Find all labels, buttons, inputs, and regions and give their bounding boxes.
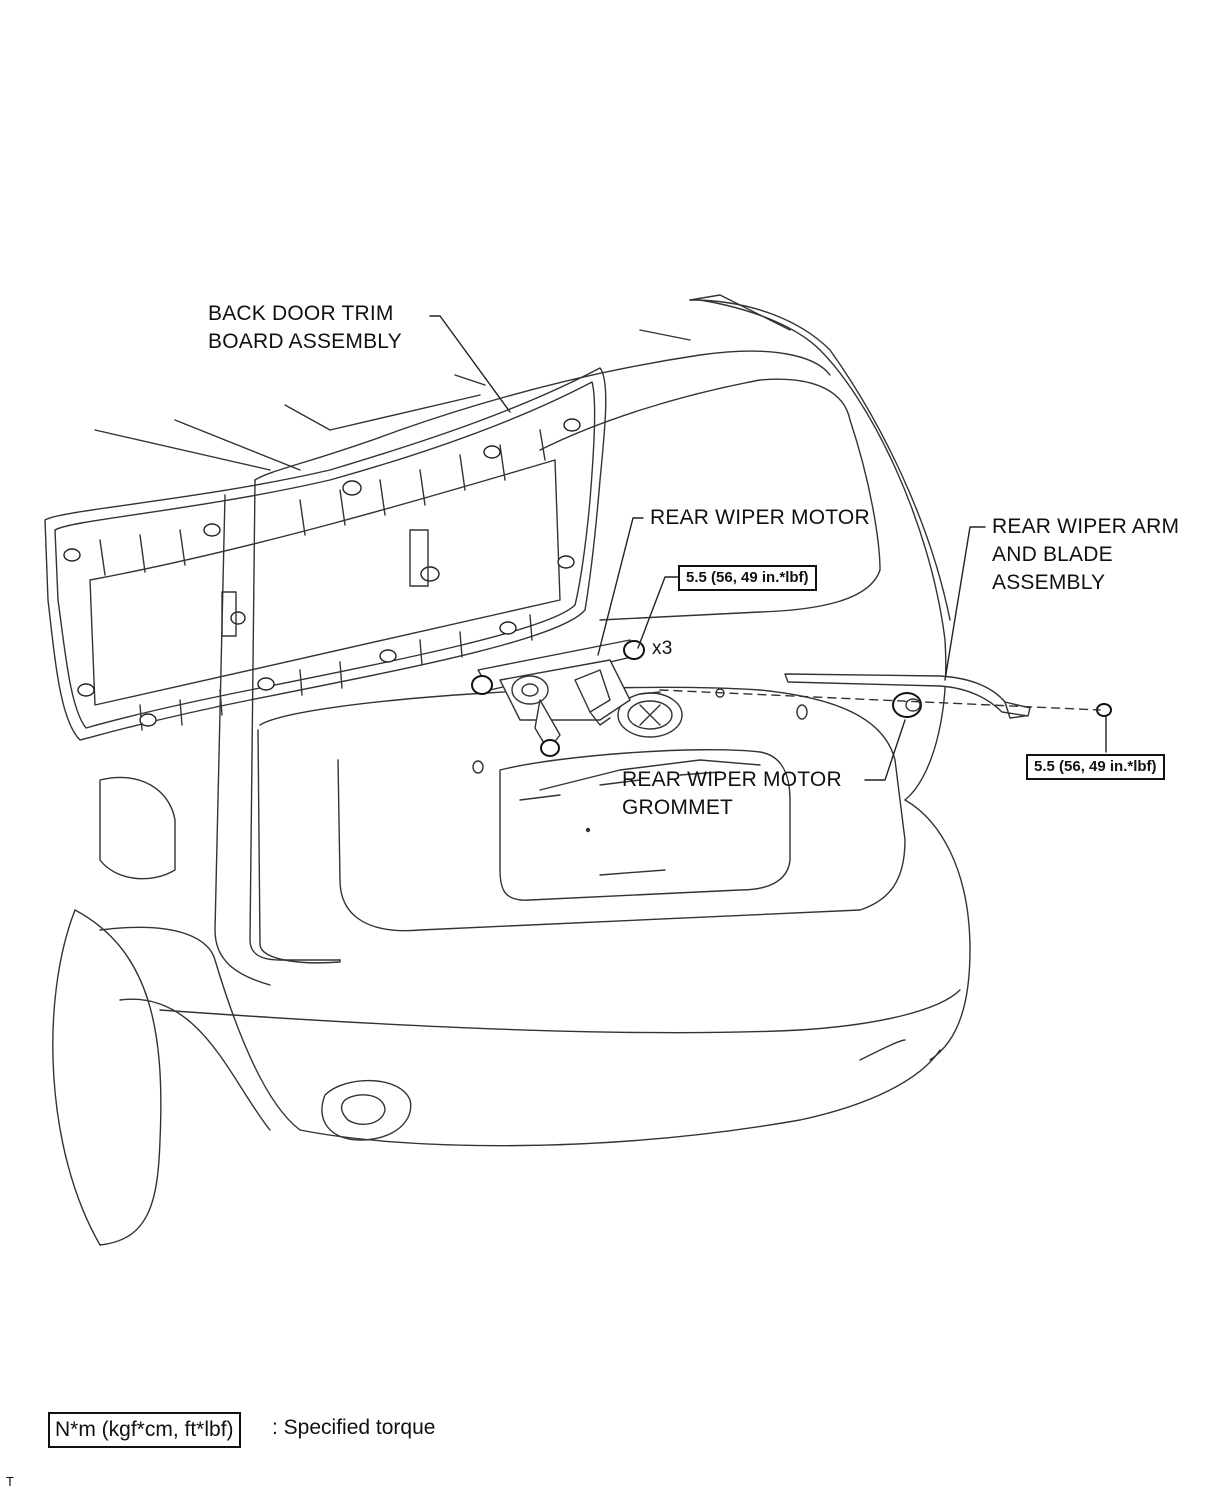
torque-legend-box: N*m (kgf*cm, ft*lbf) xyxy=(48,1412,241,1448)
grommet-part xyxy=(893,693,921,717)
wiper-arm-part xyxy=(785,674,1030,718)
rear-wiper-arm-label-line2: AND BLADE xyxy=(992,543,1113,566)
quantity-label: x3 xyxy=(652,638,673,659)
torque-legend-description: : Specified torque xyxy=(272,1416,436,1439)
vehicle-body xyxy=(53,295,970,1245)
back-door-trim-board xyxy=(45,368,606,740)
leader-lines xyxy=(430,316,1106,780)
rear-wiper-arm-label-line1: REAR WIPER ARM xyxy=(992,515,1180,538)
torque-spec-motor-bolts: 5.5 (56, 49 in.*lbf) xyxy=(678,565,817,591)
grommet-label-line1: REAR WIPER MOTOR xyxy=(622,768,842,791)
rear-wiper-motor-label: REAR WIPER MOTOR xyxy=(650,506,870,529)
back-door-trim-label-line2: BOARD ASSEMBLY xyxy=(208,330,402,353)
back-door-trim-label-line1: BACK DOOR TRIM xyxy=(208,302,394,325)
grommet-label-line2: GROMMET xyxy=(622,796,734,819)
rear-wiper-motor-part xyxy=(472,640,660,756)
assembly-axis-dashed xyxy=(660,690,1100,710)
rear-wiper-arm-label-line3: ASSEMBLY xyxy=(992,571,1106,594)
torque-spec-arm-nut: 5.5 (56, 49 in.*lbf) xyxy=(1026,754,1165,780)
illustration-code: T xyxy=(6,1474,14,1489)
